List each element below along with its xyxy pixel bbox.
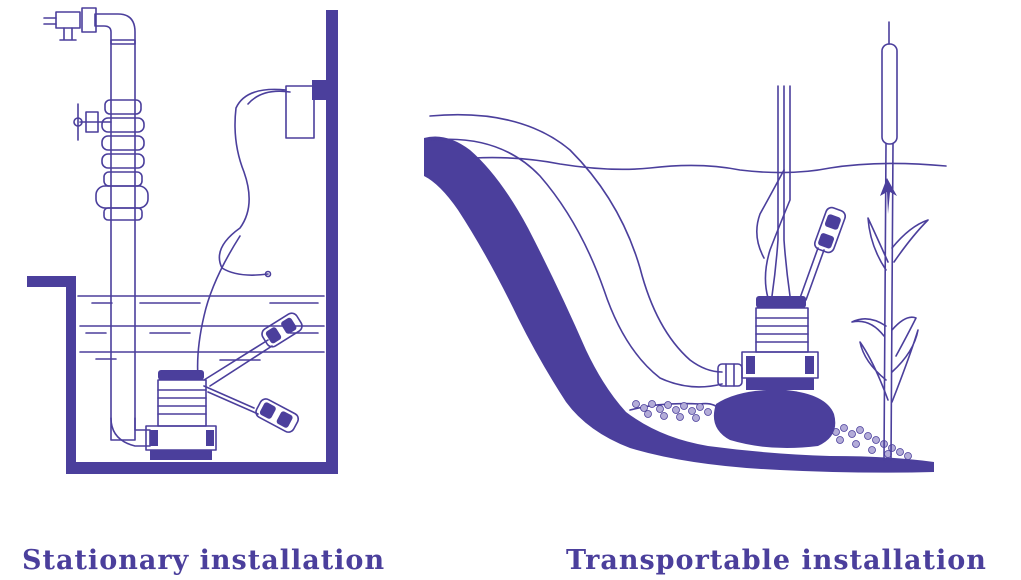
water-line xyxy=(473,156,947,174)
caption-stationary-installation: Stationary installation xyxy=(22,545,386,576)
caption-transportable-installation: Transportable installation xyxy=(566,545,987,576)
check-valve-couplings xyxy=(95,99,149,221)
float-switch-transportable xyxy=(799,206,847,301)
power-cable xyxy=(196,88,287,379)
float-switch-lower xyxy=(255,398,300,433)
discharge-hose xyxy=(429,113,743,388)
submersible-pump-transportable xyxy=(741,296,819,390)
pond-bank xyxy=(424,136,934,473)
power-cables-transportable xyxy=(756,85,791,299)
cattail-plant xyxy=(851,21,929,461)
float-switch-upper xyxy=(261,312,303,348)
wall-switch-box xyxy=(247,80,326,139)
tank-wall xyxy=(27,10,338,474)
stationary-installation-drawing xyxy=(27,7,338,474)
submersible-pump-stationary xyxy=(145,370,217,460)
stone-base xyxy=(713,389,836,448)
transportable-installation-drawing xyxy=(424,21,947,473)
discharge-pipe xyxy=(43,7,151,447)
float-switch-cables xyxy=(203,339,273,415)
valve-handle xyxy=(73,103,112,141)
